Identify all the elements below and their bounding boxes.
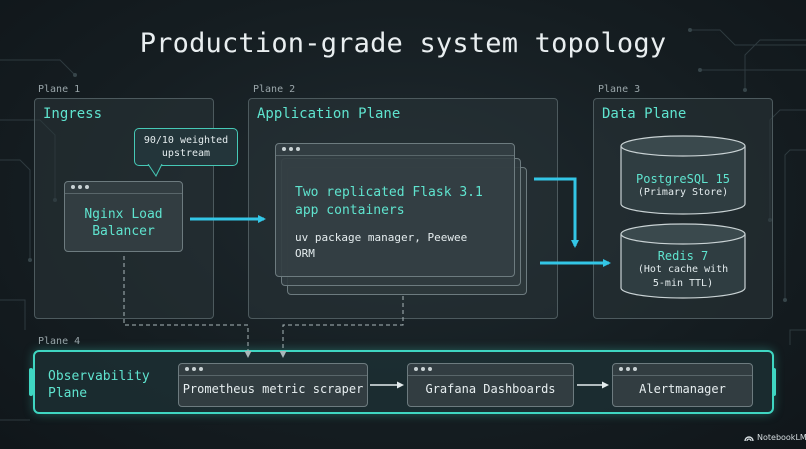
plane-2-tag: Plane 2 xyxy=(253,84,296,95)
window-titlebar xyxy=(408,364,573,376)
window-titlebar xyxy=(613,364,752,376)
data-plane-title: Data Plane xyxy=(602,106,687,122)
flask-heading-line-1: Two replicated Flask 3.1 xyxy=(295,185,483,200)
callout-line-1: 90/10 weighted xyxy=(143,135,229,146)
postgres-sub: (Primary Store) xyxy=(637,187,729,198)
grafana-label: Grafana Dashboards xyxy=(425,382,556,396)
postgres-cylinder xyxy=(620,135,746,215)
plane-3-tag: Plane 3 xyxy=(598,84,641,95)
alertmanager-window: Alertmanager xyxy=(612,363,753,407)
window-titlebar xyxy=(179,364,367,376)
postgres-label: PostgreSQL 15 (Primary Store) xyxy=(620,172,746,200)
prometheus-window: Prometheus metric scraper xyxy=(178,363,368,407)
plane-1-tag: Plane 1 xyxy=(38,84,81,95)
window-titlebar xyxy=(276,144,514,156)
callout-line-2: upstream xyxy=(161,148,211,159)
brand-label: NotebookLM xyxy=(757,433,806,442)
redis-cylinder xyxy=(620,223,746,299)
callout-tail xyxy=(147,164,163,177)
weighted-upstream-callout: 90/10 weighted upstream xyxy=(134,128,238,166)
page-title: Production-grade system topology xyxy=(139,28,667,59)
observability-plane-title: Observability Plane xyxy=(48,368,150,402)
redis-sub-line-2: 5-min TTL) xyxy=(652,278,714,289)
flask-heading-line-2: app containers xyxy=(295,203,405,218)
nginx-label-line-2: Balancer xyxy=(92,224,155,239)
observability-title-line-1: Observability xyxy=(48,369,150,384)
prometheus-label: Prometheus metric scraper xyxy=(182,382,364,396)
flask-detail-line-2: ORM xyxy=(295,247,315,260)
database-cylinders xyxy=(620,135,746,299)
grafana-window: Grafana Dashboards xyxy=(407,363,574,407)
alertmanager-label: Alertmanager xyxy=(639,382,726,396)
nginx-label-line-1: Nginx Load xyxy=(84,207,163,222)
plane-4-tag: Plane 4 xyxy=(38,336,81,347)
flask-detail-line-1: uv package manager, Peewee xyxy=(295,231,468,244)
postgres-name: PostgreSQL 15 xyxy=(636,172,730,186)
redis-sub-line-1: (Hot cache with xyxy=(637,264,729,275)
notebooklm-icon xyxy=(744,435,754,441)
notebooklm-logo: NotebookLM xyxy=(744,433,806,442)
observability-left-edge xyxy=(29,368,33,396)
window-titlebar xyxy=(65,182,182,194)
observability-right-edge xyxy=(772,368,776,396)
application-plane-title: Application Plane xyxy=(257,106,401,122)
observability-title-line-2: Plane xyxy=(48,386,88,401)
ingress-plane-title: Ingress xyxy=(43,106,103,122)
flask-app-window: Two replicated Flask 3.1 app containers … xyxy=(275,143,515,277)
redis-label: Redis 7 (Hot cache with 5-min TTL) xyxy=(620,249,746,291)
nginx-load-balancer-window: Nginx Load Balancer xyxy=(64,181,183,252)
redis-name: Redis 7 xyxy=(657,249,709,263)
